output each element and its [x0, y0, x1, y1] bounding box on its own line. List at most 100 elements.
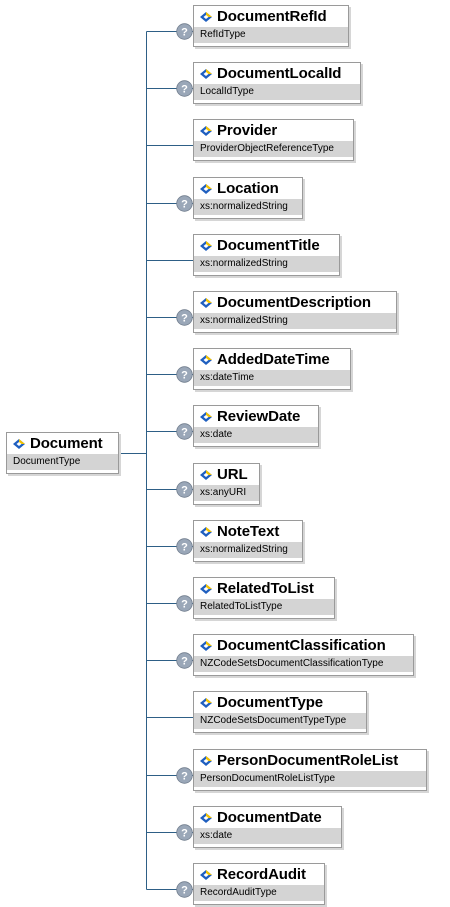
element-title-row: Location — [194, 178, 302, 199]
element-name: PersonDocumentRoleList — [217, 752, 399, 769]
element-diamond-icon — [200, 68, 212, 79]
svg-text:?: ? — [181, 599, 188, 611]
svg-text:?: ? — [181, 485, 188, 497]
element-diamond-icon — [200, 583, 212, 594]
svg-text:?: ? — [181, 84, 188, 96]
element-title-row: Provider — [194, 120, 353, 141]
element-name: URL — [217, 466, 248, 483]
svg-text:?: ? — [181, 27, 188, 39]
element-name: DocumentClassification — [217, 637, 386, 654]
element-name: AddedDateTime — [217, 351, 330, 368]
optional-question-icon: ? — [176, 824, 193, 841]
optional-question-icon: ? — [176, 481, 193, 498]
element-title-row: NoteText — [194, 521, 302, 542]
child-element-url[interactable]: URL xs:anyURI — [193, 463, 260, 505]
element-title-row: PersonDocumentRoleList — [194, 750, 426, 771]
element-type: xs:normalizedString — [194, 199, 302, 215]
element-diamond-icon — [200, 297, 212, 308]
svg-text:?: ? — [181, 656, 188, 668]
element-title-row: URL — [194, 464, 259, 485]
svg-text:?: ? — [181, 427, 188, 439]
element-name: DocumentLocalId — [217, 65, 342, 82]
element-diamond-icon — [200, 469, 212, 480]
element-type: LocalIdType — [194, 84, 360, 100]
svg-text:?: ? — [181, 313, 188, 325]
svg-text:?: ? — [181, 885, 188, 897]
element-diamond-icon — [200, 11, 212, 22]
element-title-row: ReviewDate — [194, 406, 318, 427]
optional-question-icon: ? — [176, 881, 193, 898]
child-element-location[interactable]: Location xs:normalizedString — [193, 177, 303, 219]
element-title-row: DocumentTitle — [194, 235, 339, 256]
element-name: Provider — [217, 122, 278, 139]
element-type: xs:normalizedString — [194, 256, 339, 272]
optional-question-icon: ? — [176, 767, 193, 784]
element-diamond-icon — [200, 812, 212, 823]
element-title-row: DocumentLocalId — [194, 63, 360, 84]
element-type: RefIdType — [194, 27, 348, 43]
element-diamond-icon — [200, 183, 212, 194]
element-name: DocumentDescription — [217, 294, 371, 311]
element-diamond-icon — [200, 526, 212, 537]
element-diamond-icon — [200, 697, 212, 708]
element-name: Location — [217, 180, 279, 197]
element-diamond-icon — [200, 125, 212, 136]
element-type: xs:normalizedString — [194, 313, 396, 329]
element-title-row: DocumentRefId — [194, 6, 348, 27]
element-diamond-icon — [200, 240, 212, 251]
element-name: NoteText — [217, 523, 280, 540]
child-element-added-date-time[interactable]: AddedDateTime xs:dateTime — [193, 348, 351, 390]
element-type: NZCodeSetsDocumentTypeType — [194, 713, 366, 729]
element-type: xs:dateTime — [194, 370, 350, 386]
child-element-document-title[interactable]: DocumentTitle xs:normalizedString — [193, 234, 340, 276]
optional-question-icon: ? — [176, 652, 193, 669]
element-title-row: DocumentDescription — [194, 292, 396, 313]
svg-text:?: ? — [181, 199, 188, 211]
element-type: RecordAuditType — [194, 885, 324, 901]
root-element-name: Document — [30, 435, 103, 452]
element-type: NZCodeSetsDocumentClassificationType — [194, 656, 413, 672]
element-diamond-icon — [200, 354, 212, 365]
element-title-row: DocumentType — [194, 692, 366, 713]
element-title-row: RecordAudit — [194, 864, 324, 885]
child-element-document-description[interactable]: DocumentDescription xs:normalizedString — [193, 291, 397, 333]
element-name: DocumentRefId — [217, 8, 327, 25]
element-title-row: AddedDateTime — [194, 349, 350, 370]
optional-question-icon: ? — [176, 595, 193, 612]
element-type: xs:anyURI — [194, 485, 259, 501]
element-type: PersonDocumentRoleListType — [194, 771, 426, 787]
optional-question-icon: ? — [176, 423, 193, 440]
element-diamond-icon — [200, 640, 212, 651]
element-diamond-icon — [200, 755, 212, 766]
optional-question-icon: ? — [176, 80, 193, 97]
svg-text:?: ? — [181, 370, 188, 382]
element-name: RelatedToList — [217, 580, 314, 597]
optional-question-icon: ? — [176, 195, 193, 212]
element-name: RecordAudit — [217, 866, 306, 883]
svg-text:?: ? — [181, 828, 188, 840]
element-type: xs:date — [194, 427, 318, 443]
element-name: DocumentTitle — [217, 237, 320, 254]
svg-text:?: ? — [181, 542, 188, 554]
element-type: xs:date — [194, 828, 341, 844]
element-title-row: DocumentDate — [194, 807, 341, 828]
element-diamond-icon — [13, 438, 25, 449]
root-element-document[interactable]: Document DocumentType — [6, 432, 119, 474]
element-diamond-icon — [200, 411, 212, 422]
element-title-row: DocumentClassification — [194, 635, 413, 656]
element-type: RelatedToListType — [194, 599, 334, 615]
element-name: DocumentType — [217, 694, 324, 711]
optional-question-icon: ? — [176, 23, 193, 40]
